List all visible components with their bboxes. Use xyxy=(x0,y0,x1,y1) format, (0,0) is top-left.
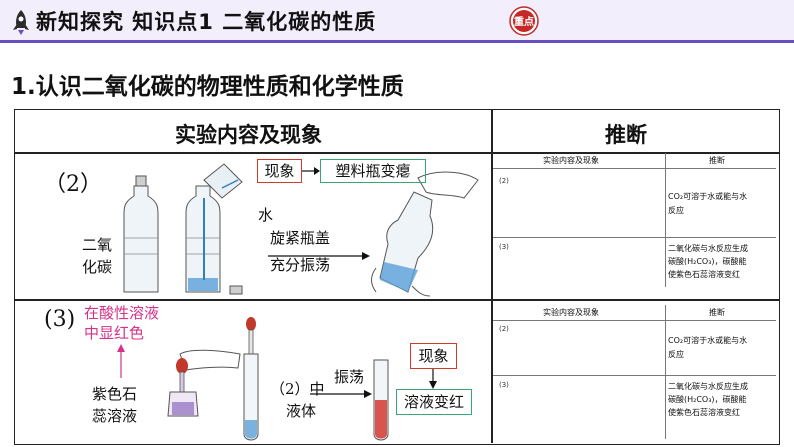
mini-column-divider xyxy=(665,305,666,439)
mini-row-text: 碳酸(H₂CO₃)，碳酸能 xyxy=(668,257,747,266)
mini-row-text: 反应 xyxy=(668,350,684,359)
exp3-phenomenon-label: 现象 xyxy=(410,343,457,369)
acid-note-line2: 中显红色 xyxy=(84,324,145,342)
liquid-label-line2: 液体 xyxy=(286,402,317,420)
exp3-illustration xyxy=(167,317,389,441)
mini-row-number: (2) xyxy=(499,325,509,333)
litmus-label-line1: 紫色石 xyxy=(92,385,138,403)
mini-row-line xyxy=(493,375,776,376)
dropper-bottle-icon xyxy=(167,349,241,417)
arrow-right-icon xyxy=(268,252,370,260)
mini-row-number: (3) xyxy=(499,381,509,389)
arrow-right-icon xyxy=(302,167,320,175)
mini-row-text: 反应 xyxy=(668,206,684,215)
header-row-divider xyxy=(15,152,779,154)
mini-row-text: 碳酸(H₂CO₃)，碳酸能 xyxy=(668,395,747,404)
mini-row-text: CO₂可溶于水或能与水 xyxy=(668,192,748,201)
exp3-phenomenon-text: 溶液变红 xyxy=(396,389,472,415)
exp2-action-line1: 旋紧瓶盖 xyxy=(270,229,331,247)
exp2-action-line2: 充分振荡 xyxy=(270,256,331,274)
mini-header-content: 实验内容及现象 xyxy=(543,308,599,317)
litmus-label-line2: 蕊溶液 xyxy=(92,407,138,425)
exp2-phenomenon-label: 现象 xyxy=(257,159,302,183)
row-divider xyxy=(15,299,779,301)
mini-row-line xyxy=(493,237,776,238)
mini-row-text: 使紫色石蕊溶液变红 xyxy=(668,270,740,279)
test-tube-icon xyxy=(243,317,259,441)
key-point-badge: 重点 xyxy=(509,6,539,36)
mini-header-inference: 推断 xyxy=(709,308,725,317)
col-header-inference: 推断 xyxy=(605,123,647,147)
mini-column-divider xyxy=(665,153,666,287)
mini-row-line xyxy=(493,168,776,169)
column-divider xyxy=(491,110,493,443)
arrow-down-icon xyxy=(429,369,437,389)
inference-mini-table: 实验内容及现象 推断 (2) CO₂可溶于水或能与水 反应 (3) 二氧化碳与水… xyxy=(493,153,776,287)
header-bar xyxy=(0,0,794,40)
exp2-number: （2） xyxy=(44,172,102,197)
mini-header-inference: 推断 xyxy=(709,156,725,165)
co2-label-line2: 化碳 xyxy=(82,258,113,276)
mini-header-content: 实验内容及现象 xyxy=(543,156,599,165)
bottle-icon xyxy=(123,175,159,293)
mini-row-number: (2) xyxy=(499,177,509,185)
section-title: 1.认识二氧化碳的物理性质和化学性质 xyxy=(11,74,404,100)
experiment-table: 实验内容及现象 推断 xyxy=(14,109,780,445)
mini-row-text: 二氧化碳与水反应生成 xyxy=(668,244,748,253)
red-test-tube-icon xyxy=(373,359,389,441)
exp2-phenomenon-text: 塑料瓶变瘪 xyxy=(320,159,426,183)
bottle-with-water-icon xyxy=(185,185,221,293)
water-label: 水 xyxy=(258,206,274,224)
arrow-up-icon xyxy=(117,344,125,378)
exp3-number: (3) xyxy=(44,307,76,332)
page-title: 新知探究 知识点1 二氧化碳的性质 xyxy=(36,10,377,34)
acid-note-line1: 在酸性溶液 xyxy=(84,304,160,322)
mini-row-text: CO₂可溶于水或能与水 xyxy=(668,336,748,345)
mini-row-number: (3) xyxy=(499,243,509,251)
rocket-icon xyxy=(13,10,29,35)
inference-mini-table: 实验内容及现象 推断 (2) CO₂可溶于水或能与水 反应 (3) 二氧化碳与水… xyxy=(493,305,776,439)
beaker-icon xyxy=(203,163,243,199)
mini-row-text: 使紫色石蕊溶液变红 xyxy=(668,408,740,417)
col-header-content: 实验内容及现象 xyxy=(175,123,322,147)
shake-label: 振荡 xyxy=(334,368,365,386)
liquid-label-line1: （2）中 xyxy=(270,380,325,398)
arrow-right-icon xyxy=(310,390,372,398)
co2-label-line1: 二氧 xyxy=(82,236,113,254)
header-divider xyxy=(0,40,794,43)
mini-row-line xyxy=(493,320,776,321)
exp2-illustration xyxy=(123,163,479,297)
squeezed-bottle-icon xyxy=(371,171,479,297)
mini-row-text: 二氧化碳与水反应生成 xyxy=(668,382,748,391)
badge-text: 重点 xyxy=(514,15,534,28)
